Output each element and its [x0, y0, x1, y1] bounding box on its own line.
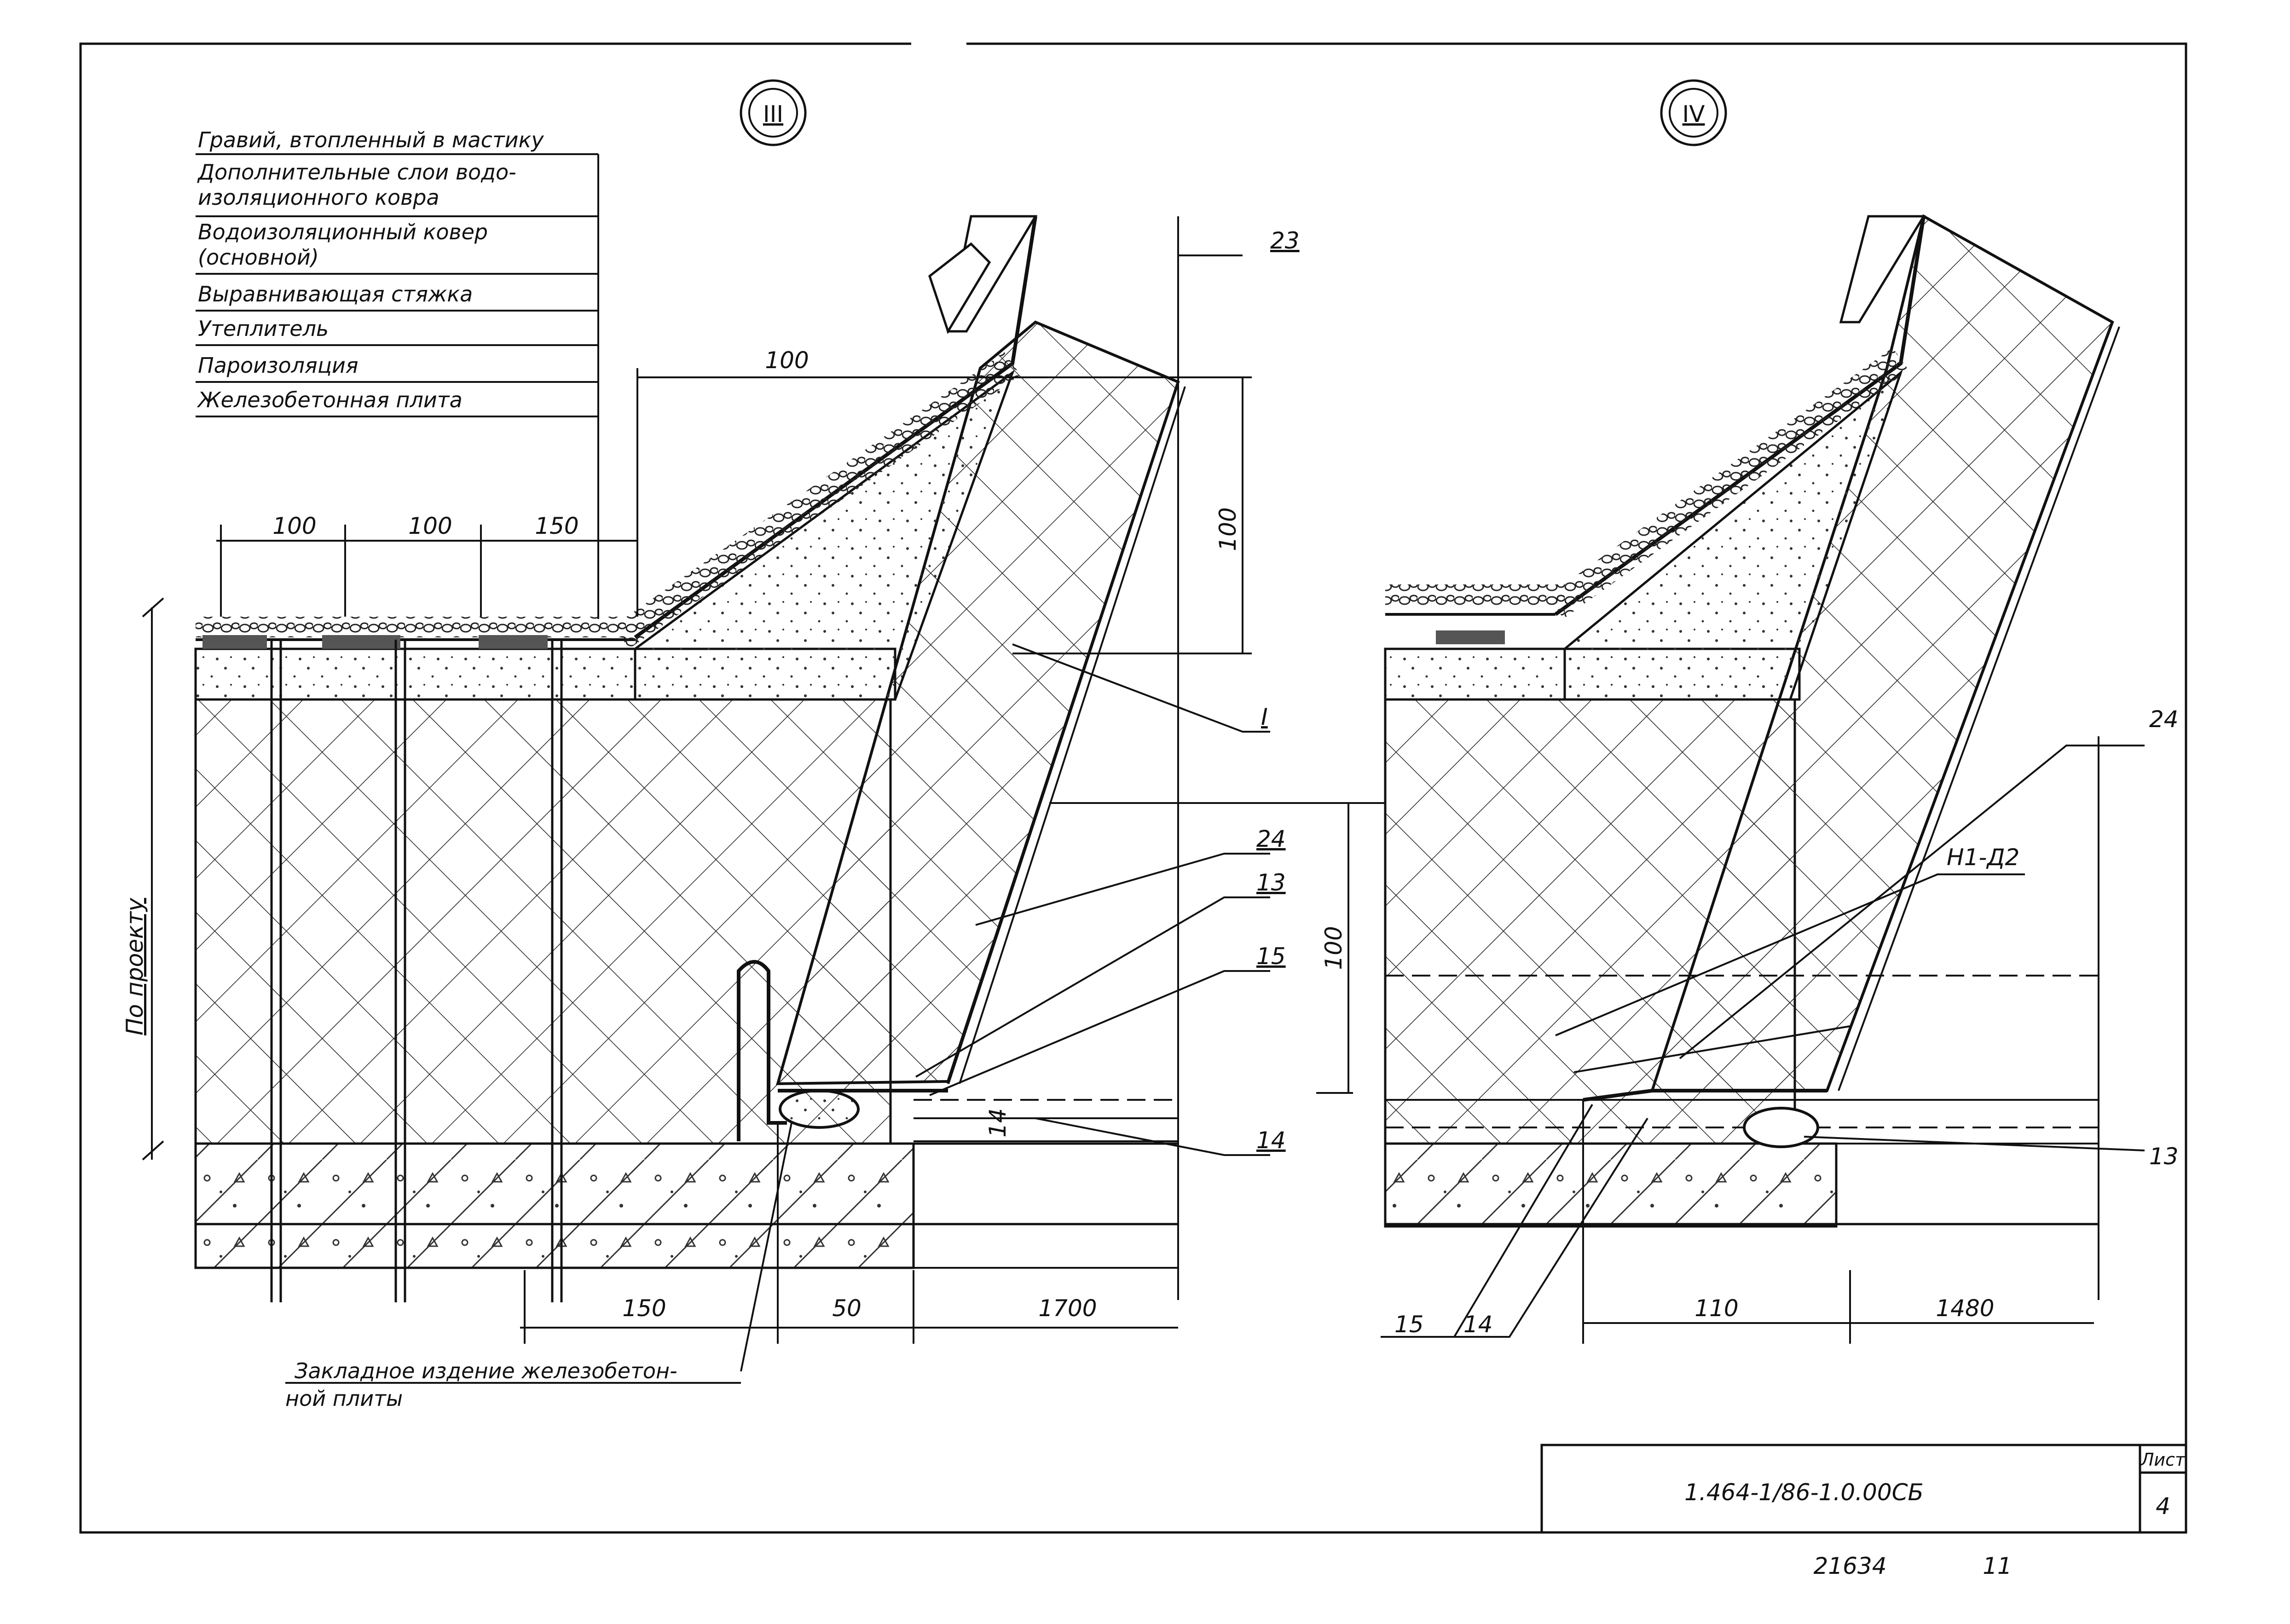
section-iv-label: IV — [1683, 101, 1705, 127]
section-iii-label: III — [763, 101, 783, 127]
section-iv-marker — [1660, 79, 1727, 146]
layer-slab: Железобетонная плита — [197, 387, 463, 412]
dim-1700: 1700 — [1038, 1295, 1097, 1322]
callout-24: 24 — [1256, 826, 1286, 852]
dim-po-proektu: По проекту — [121, 897, 148, 1035]
dim-14: 14 — [984, 1108, 1011, 1138]
dim-100-vert: 100 — [1214, 507, 1241, 551]
footer-page: 11 — [1983, 1553, 2012, 1579]
section-iii: III — [121, 79, 1353, 1411]
callout-r24: 24 — [2149, 706, 2179, 733]
dim-100-b: 100 — [408, 513, 452, 539]
layer-extra-2: изоляционного ковра — [198, 185, 439, 210]
sheet-label: Лист — [2140, 1450, 2186, 1470]
title-block — [1540, 1444, 2187, 1534]
dim-110: 110 — [1694, 1295, 1738, 1322]
dim-100-top: 100 — [765, 347, 809, 374]
title-code: 1.464-1/86-1.0.00СБ — [1684, 1479, 1924, 1506]
dim-1480: 1480 — [1936, 1295, 1994, 1322]
callout-13: 13 — [1256, 869, 1286, 896]
layer-vapour: Пароизоляция — [198, 353, 359, 378]
section-iv: IV — [1353, 79, 2179, 1344]
footer-number: 21634 — [1813, 1553, 1886, 1579]
callout-15: 15 — [1256, 943, 1286, 970]
callout-r13: 13 — [2149, 1143, 2179, 1170]
layer-extra-1: Дополнительные слои водо- — [197, 160, 516, 185]
callout-23: 23 — [1270, 227, 1300, 254]
layer-insulation: Утеплитель — [198, 316, 329, 341]
callout-r15: 15 — [1394, 1311, 1424, 1338]
sheet-frame — [79, 42, 2187, 1534]
layer-main-1: Водоизоляционный ковер — [198, 220, 488, 244]
dim-50: 50 — [832, 1295, 862, 1322]
dim-100-a: 100 — [272, 513, 316, 539]
embedded-note-2: ной плиты — [285, 1386, 403, 1411]
callout-h1d2: Н1-Д2 — [1947, 844, 2019, 871]
section-iii-marker — [740, 79, 807, 146]
callout-I: I — [1261, 704, 1268, 730]
layer-main-2: (основной) — [198, 245, 319, 270]
layer-screed: Выравнивающая стяжка — [198, 282, 473, 306]
callout-r14: 14 — [1463, 1311, 1493, 1338]
dim-150-a: 150 — [535, 513, 578, 539]
layer-gravel: Гравий, втопленный в мастику — [198, 127, 544, 152]
sheet-number: 4 — [2156, 1493, 2170, 1520]
embedded-note-1: Закладное издение железобетон- — [295, 1358, 677, 1383]
dim-100-vert-b: 100 — [1320, 926, 1347, 970]
dim-150-b: 150 — [622, 1295, 666, 1322]
callout-14: 14 — [1256, 1127, 1286, 1154]
